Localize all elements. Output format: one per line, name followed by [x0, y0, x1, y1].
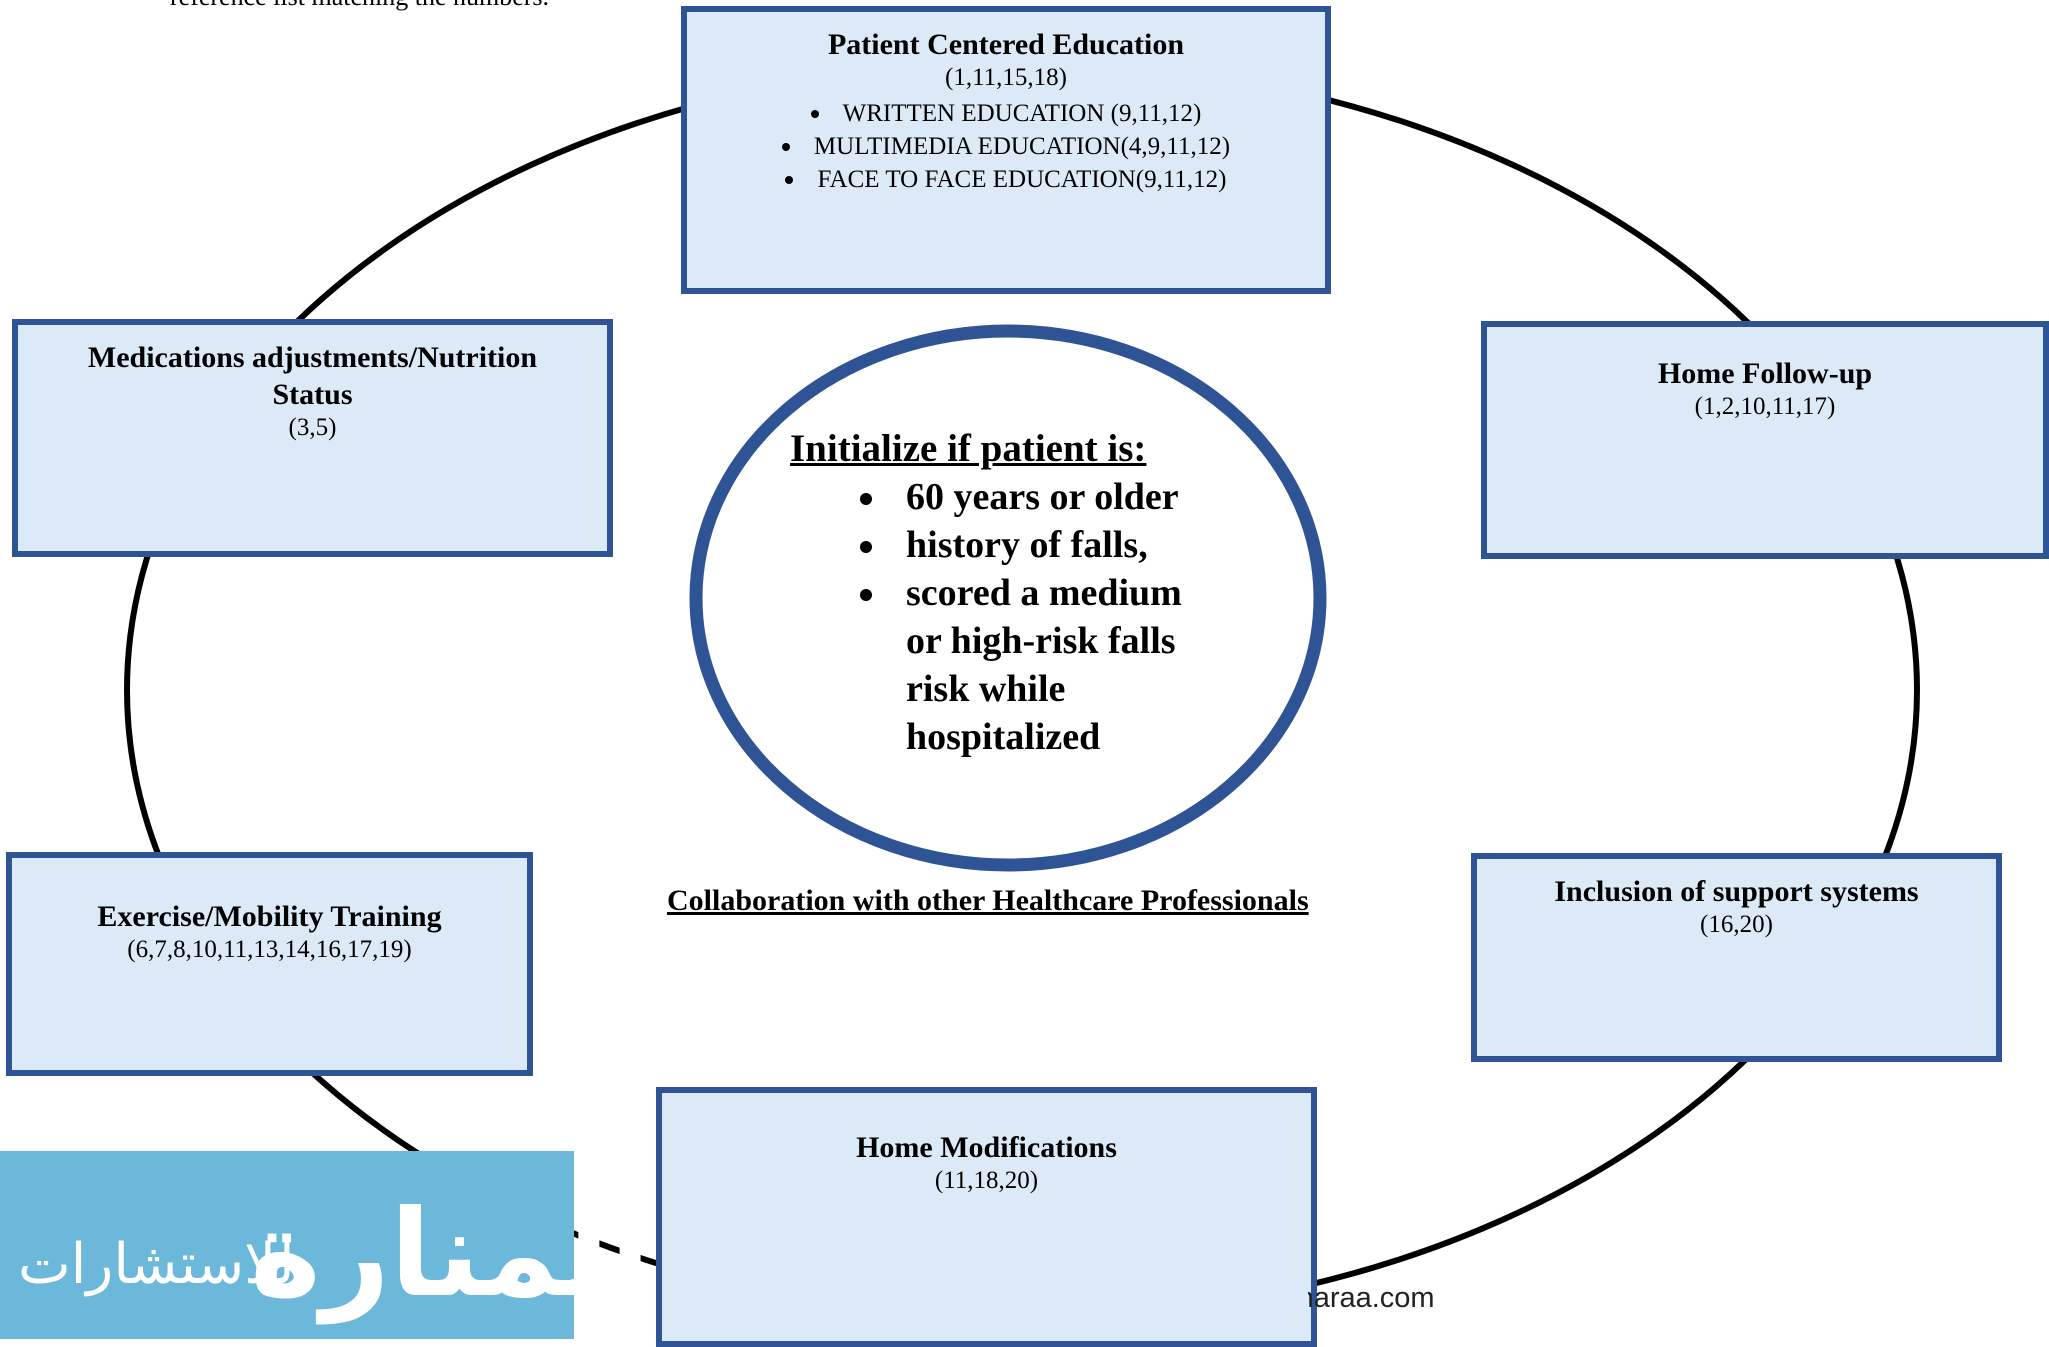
- center-ellipse: [689, 324, 1327, 872]
- list-item: scored a medium or high-risk falls risk …: [790, 569, 1240, 761]
- watermark-url: www.manaraa.com: [1188, 1282, 1435, 1314]
- bullet-icon: [860, 589, 872, 601]
- box-title: Exercise/Mobility Training: [97, 900, 442, 933]
- box-title-line1: Medications adjustments/Nutrition: [87, 341, 538, 374]
- top-cutoff-text: reference list matching the numbers.: [170, 0, 549, 12]
- watermark-logo: المنارة: [250, 1185, 651, 1324]
- box-title: Home Modifications: [856, 1131, 1117, 1164]
- list-item: 60 years or older: [790, 473, 1240, 521]
- box-home-modifications: Home Modifications (11,18,20): [656, 1087, 1317, 1347]
- bullet-icon: [860, 493, 872, 505]
- box-support-systems: Inclusion of support systems (16,20): [1471, 853, 2002, 1062]
- watermark-banner: [0, 1151, 574, 1339]
- list-item: WRITTEN EDUCATION (9,11,12): [687, 97, 1325, 130]
- box-patient-centered-education: Patient Centered Education (1,11,15,18) …: [681, 6, 1331, 294]
- bullet-icon: [860, 541, 872, 553]
- box-references: (11,18,20): [934, 1167, 1039, 1194]
- bullet-icon: [810, 109, 819, 118]
- bullet-icon: [785, 175, 794, 184]
- criteria-list: 60 years or older history of falls, scor…: [790, 473, 1240, 761]
- box-references: (16,20): [1700, 911, 1773, 938]
- initialization-criteria: Initialize if patient is: 60 years or ol…: [790, 425, 1240, 761]
- box-exercise-mobility: Exercise/Mobility Training (6,7,8,10,11,…: [6, 852, 533, 1076]
- box-references: (3,5): [288, 414, 337, 441]
- box-medications-nutrition: Medications adjustments/Nutrition Status…: [12, 319, 613, 557]
- list-item: history of falls,: [790, 521, 1240, 569]
- watermark-subtitle: للاستشارات: [18, 1232, 295, 1297]
- box-references: (6,7,8,10,11,13,14,16,17,19): [127, 936, 412, 963]
- bullet-icon: [781, 142, 790, 151]
- education-methods-list: WRITTEN EDUCATION (9,11,12) MULTIMEDIA E…: [687, 97, 1325, 196]
- box-references: (1,11,15,18): [945, 64, 1067, 91]
- box-title: Inclusion of support systems: [1554, 875, 1919, 908]
- box-references: (1,2,10,11,17): [1694, 393, 1836, 420]
- criteria-heading: Initialize if patient is:: [790, 427, 1147, 470]
- list-item: FACE TO FACE EDUCATION(9,11,12): [687, 163, 1325, 196]
- box-title: Patient Centered Education: [827, 28, 1185, 61]
- list-item: MULTIMEDIA EDUCATION(4,9,11,12): [687, 130, 1325, 163]
- box-home-follow-up: Home Follow-up (1,2,10,11,17): [1481, 321, 2049, 559]
- collaboration-label: Collaboration with other Healthcare Prof…: [667, 884, 1309, 917]
- box-title: Home Follow-up: [1657, 357, 1873, 390]
- box-title-line2: Status: [272, 378, 353, 411]
